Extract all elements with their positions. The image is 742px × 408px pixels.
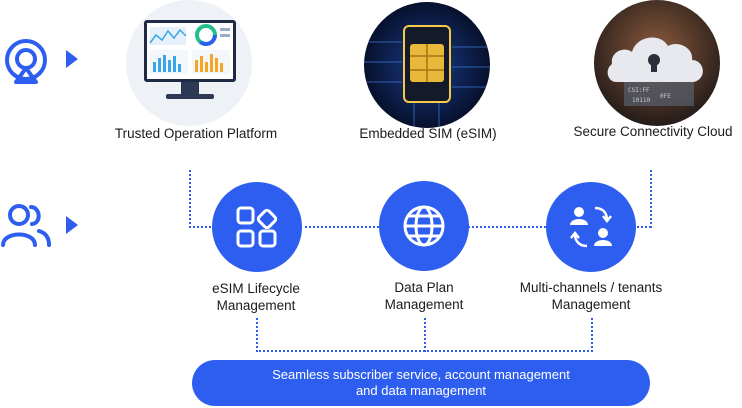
dashboard-monitor-image: [126, 0, 252, 126]
top-label-embedded-sim: Embedded SIM (eSIM): [359, 126, 497, 141]
user-switch-icon: [570, 206, 612, 248]
svg-text:0FE: 0FE: [660, 93, 671, 100]
connector-line: [650, 170, 652, 228]
arrow-right-icon: [66, 50, 78, 68]
operator-icon: [5, 39, 47, 84]
top-label-trusted-operation-platform: Trusted Operation Platform: [114, 126, 278, 141]
connector-line: [591, 318, 593, 352]
connector-line: [256, 350, 593, 352]
locked-cloud-image: CSI:FF 0FE 10110: [594, 0, 720, 126]
connector-line: [256, 318, 258, 352]
sim-chip-image: [364, 2, 490, 128]
connector-line: [300, 226, 383, 228]
svg-text:CSI:FF: CSI:FF: [628, 87, 650, 94]
top-label-secure-connectivity-cloud: Secure Connectivity Cloud: [573, 124, 733, 139]
subscriber-service-banner: Seamless subscriber service, account man…: [192, 360, 650, 406]
connector-line: [189, 170, 191, 228]
mid-label-esim-lifecycle: eSIM Lifecycle Management: [212, 281, 300, 313]
arrow-right-icon: [66, 216, 78, 234]
connector-line: [634, 226, 651, 228]
globe-icon: [403, 205, 445, 247]
apps-grid-icon: [236, 206, 278, 248]
esim-lifecycle-node: [212, 182, 302, 272]
connector-line: [189, 226, 215, 228]
multi-channels-node: [546, 182, 636, 272]
connector-line: [465, 226, 550, 228]
mid-label-multi-channels: Multi-channels / tenants Management: [519, 280, 663, 312]
mid-label-data-plan: Data Plan Management: [384, 280, 464, 312]
data-plan-node: [379, 181, 469, 271]
users-icon: [1, 204, 51, 247]
connector-line: [424, 318, 426, 352]
svg-text:10110: 10110: [632, 97, 650, 104]
